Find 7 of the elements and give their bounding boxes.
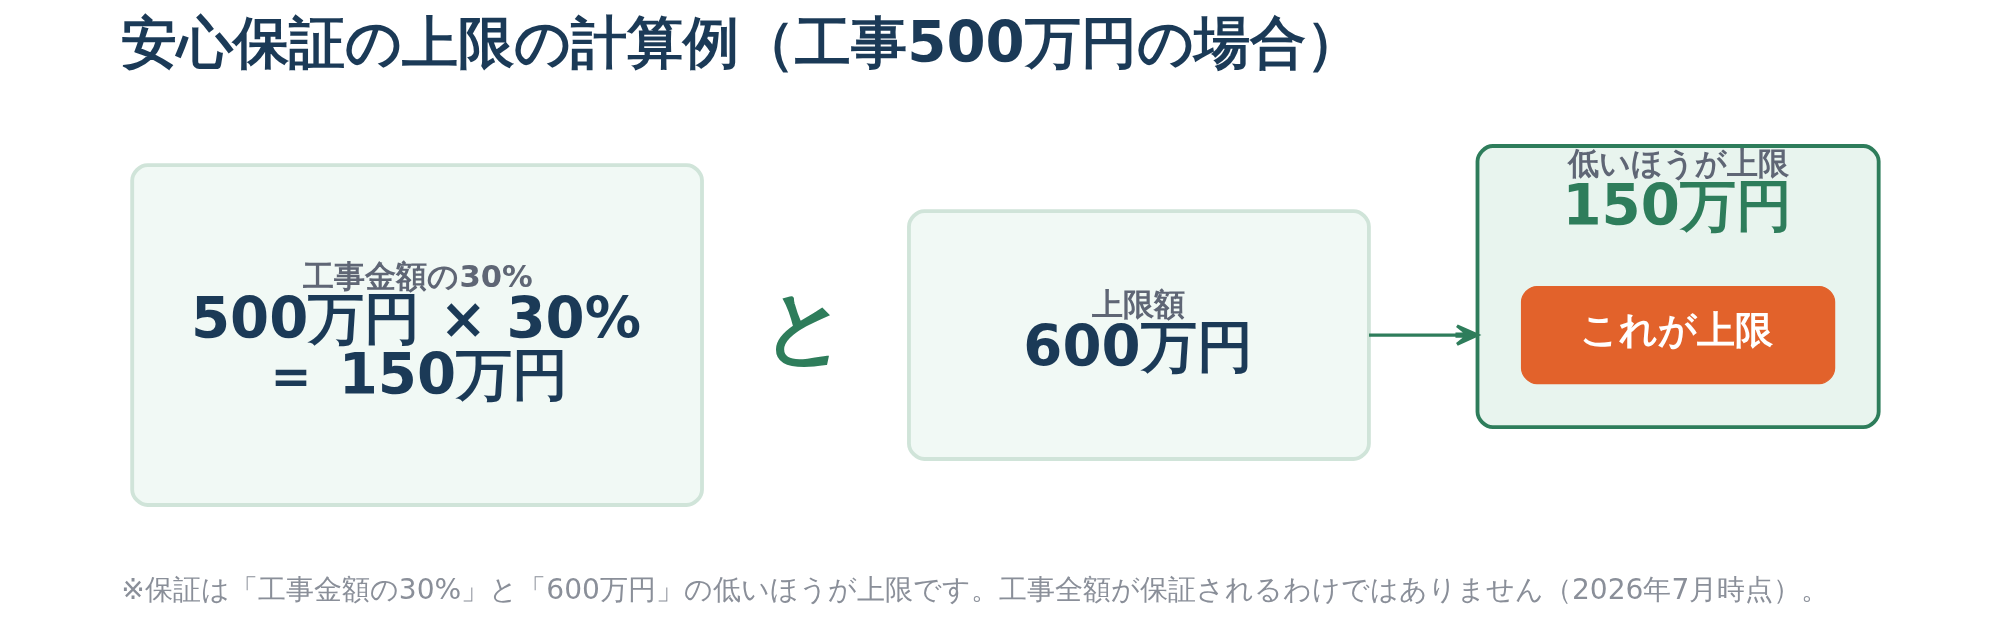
diagram-title: 安心保証の上限の計算例（工事500万円の場合） (121, 9, 1362, 75)
node-box: 上限額 600万円 (907, 209, 1371, 461)
node-box: これが上限 (1520, 285, 1836, 385)
label: と (763, 278, 848, 374)
arrow (1369, 324, 1480, 346)
label: ※保証は「工事金額の30%」と「600万円」の低いほうが上限です。工事全額が保証されるわけではありません（2026年7月時点）。 (121, 573, 1830, 607)
node-box: 工事金額の30% 500万円 × 30% ＝ 150万円 (130, 163, 704, 507)
